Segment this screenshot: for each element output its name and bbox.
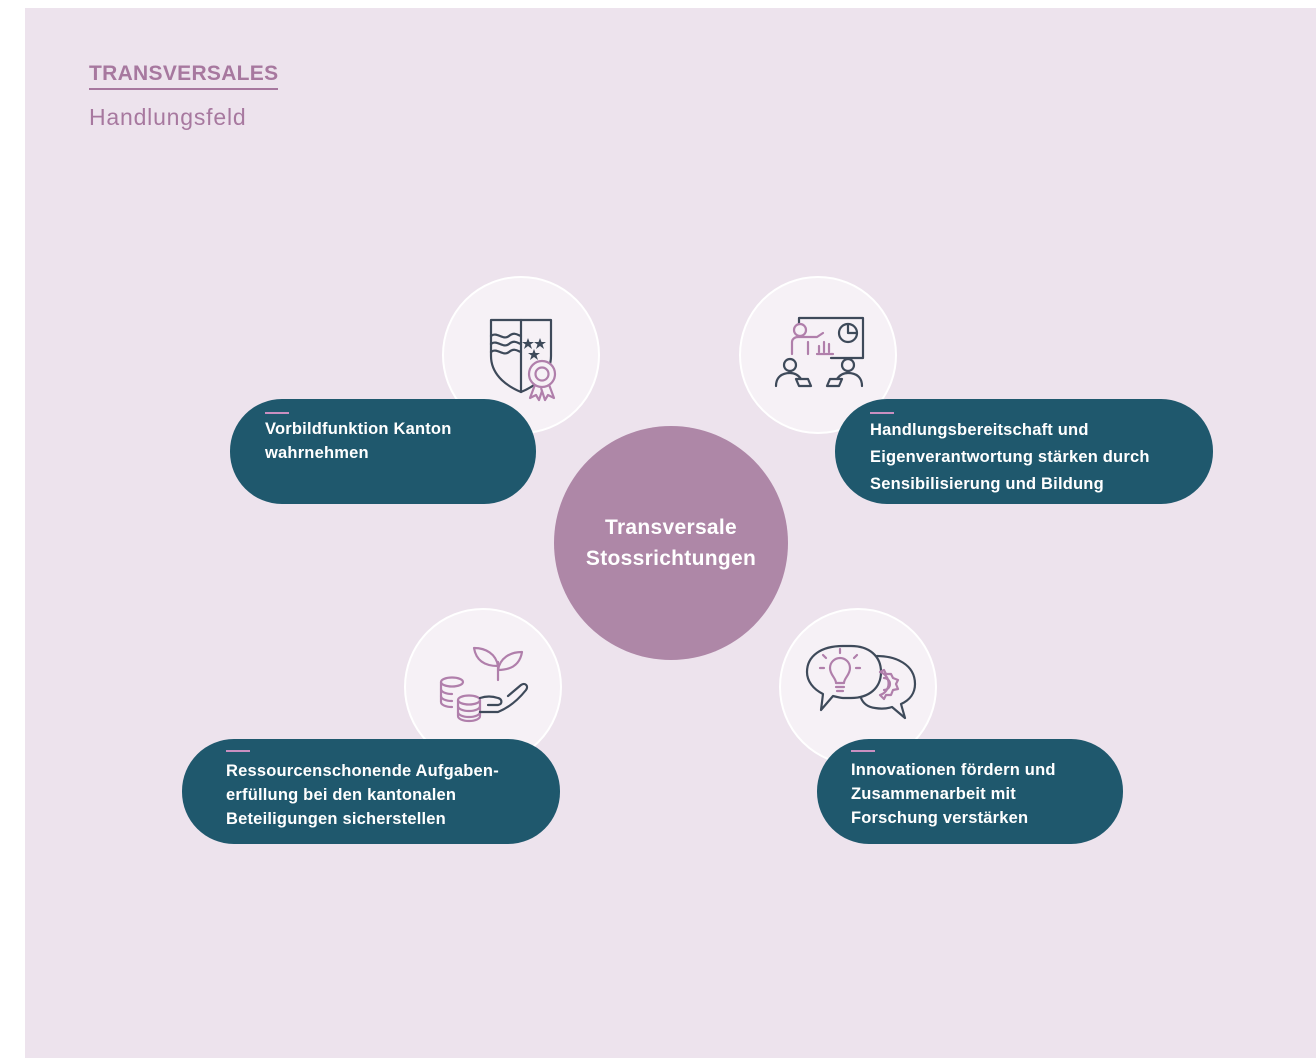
center-topic-circle: Transversale Stossrichtungen xyxy=(554,426,788,660)
action-field-label: Innovationen fördern und Zusammenarbeit … xyxy=(851,761,1056,827)
accent-dash xyxy=(851,750,875,752)
accent-dash xyxy=(226,750,250,752)
accent-dash xyxy=(870,412,894,414)
accent-dash xyxy=(265,412,289,414)
idea-chat-icon xyxy=(805,644,917,720)
action-field-innovationen: Innovationen fördern und Zusammenarbeit … xyxy=(817,739,1123,844)
action-field-handlungsbereitschaft: Handlungsbereitschaft und Eigenverantwor… xyxy=(835,399,1213,504)
section-subtitle: Handlungsfeld xyxy=(89,104,247,130)
action-field-vorbildfunktion: Vorbildfunktion Kanton wahrnehmen xyxy=(230,399,536,504)
section-title: TRANSVERSALES xyxy=(89,62,279,90)
action-field-label: Vorbildfunktion Kanton wahrnehmen xyxy=(265,420,452,462)
action-field-ressourcenschonend: Ressourcenschonende Aufgaben- erfüllung … xyxy=(182,739,560,844)
action-field-label: Handlungsbereitschaft und Eigenverantwor… xyxy=(870,421,1150,493)
action-field-label: Ressourcenschonende Aufgaben- erfüllung … xyxy=(226,762,499,828)
presentation-icon xyxy=(774,316,865,388)
plant-coins-icon xyxy=(439,646,529,723)
shield-award-icon xyxy=(489,318,557,402)
